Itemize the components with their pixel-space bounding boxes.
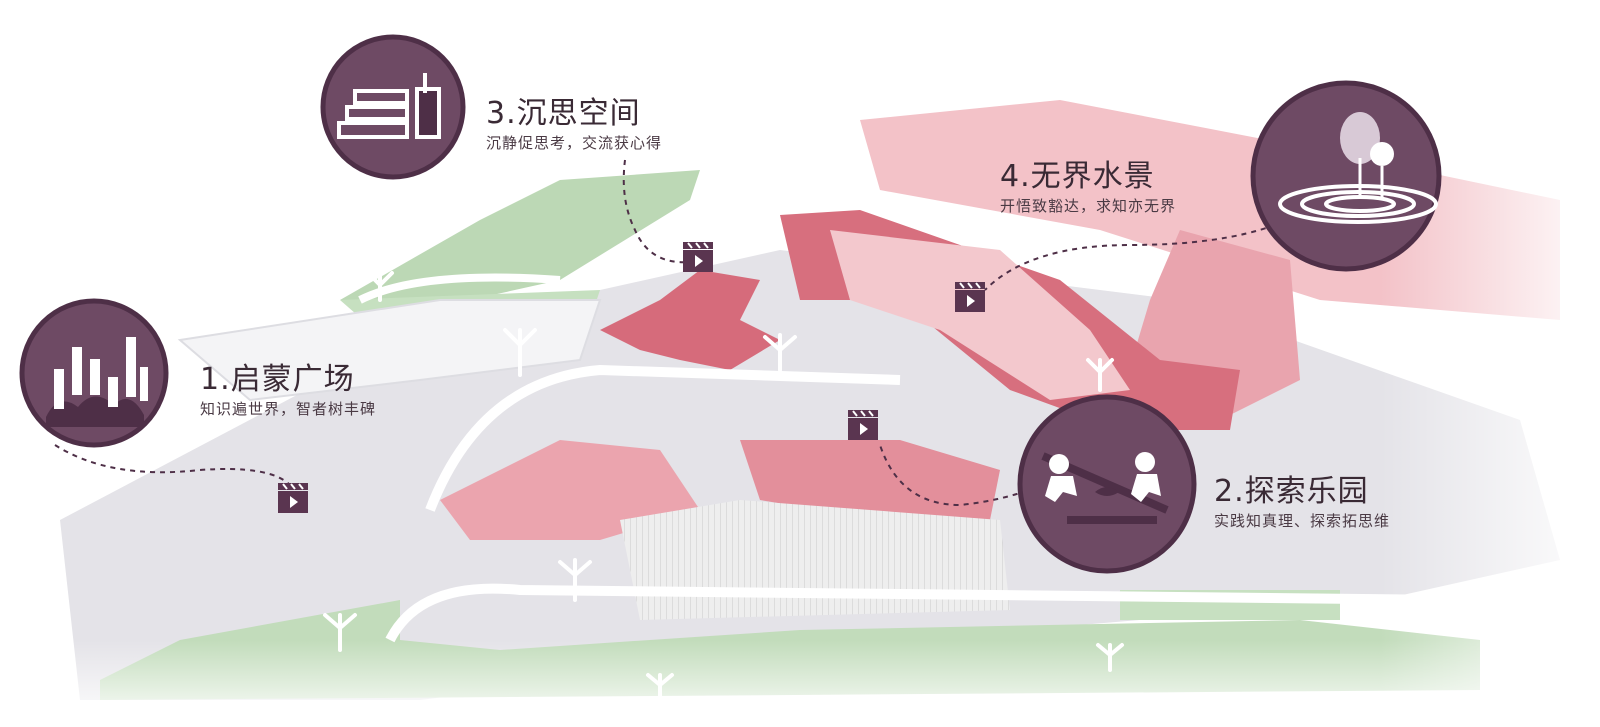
map-building-red-lower [740, 440, 1000, 520]
zone-4-label: 4.无界水景 开悟致豁达，求知亦无界 [1000, 159, 1176, 217]
zone-2-label: 2.探索乐园 实践知真理、探索拓思维 [1214, 474, 1390, 532]
connector-zone-4 [984, 224, 1276, 291]
zone-3-title: 3.沉思空间 [486, 96, 641, 131]
zone-1-label: 1.启蒙广场 知识遍世界，智者树丰碑 [200, 362, 376, 420]
map-sports-court [620, 500, 1010, 620]
map-white-ribbon-2 [425, 364, 901, 512]
map-building-pink-lower [440, 440, 700, 540]
connector-zone-3 [622, 159, 691, 264]
connector-zone-1 [54, 444, 291, 486]
zone-1-badge[interactable] [18, 297, 170, 449]
map-white-ribbon-1 [385, 583, 1461, 643]
map-left-slab [177, 299, 602, 402]
video-clapper-icon[interactable] [278, 483, 308, 513]
water-ripple-trees-icon [1278, 112, 1438, 224]
zone-2-subtitle: 实践知真理、探索拓思维 [1214, 512, 1391, 530]
zone-3-badge[interactable] [319, 33, 467, 181]
zone-2-title: 2.探索乐园 [1214, 474, 1369, 509]
zone-4-subtitle: 开悟致豁达，求知亦无界 [1000, 197, 1177, 215]
map-building-pink-roof [830, 230, 1130, 400]
zone-1-title: 1.启蒙广场 [200, 362, 355, 397]
zone-4-badge[interactable] [1248, 78, 1444, 274]
map-green-terrace-upper [340, 170, 700, 300]
seesaw-children-icon [1041, 452, 1169, 524]
map-white-ribbon-3 [358, 273, 561, 304]
zone-4-title: 4.无界水景 [1000, 159, 1155, 194]
books-and-cup-icon [337, 73, 441, 139]
zone-2-badge[interactable] [1015, 392, 1199, 576]
video-clapper-icon[interactable] [955, 282, 985, 312]
zone-1-subtitle: 知识遍世界，智者树丰碑 [200, 400, 377, 418]
video-clapper-icon[interactable] [683, 242, 713, 272]
video-clapper-icon[interactable] [848, 410, 878, 440]
zone-3-label: 3.沉思空间 沉静促思考，交流获心得 [486, 96, 662, 154]
monument-columns-icon [46, 337, 148, 427]
zone-3-subtitle: 沉静促思考，交流获心得 [486, 134, 663, 152]
video-markers [278, 242, 985, 513]
map-red-plaza [600, 270, 780, 370]
